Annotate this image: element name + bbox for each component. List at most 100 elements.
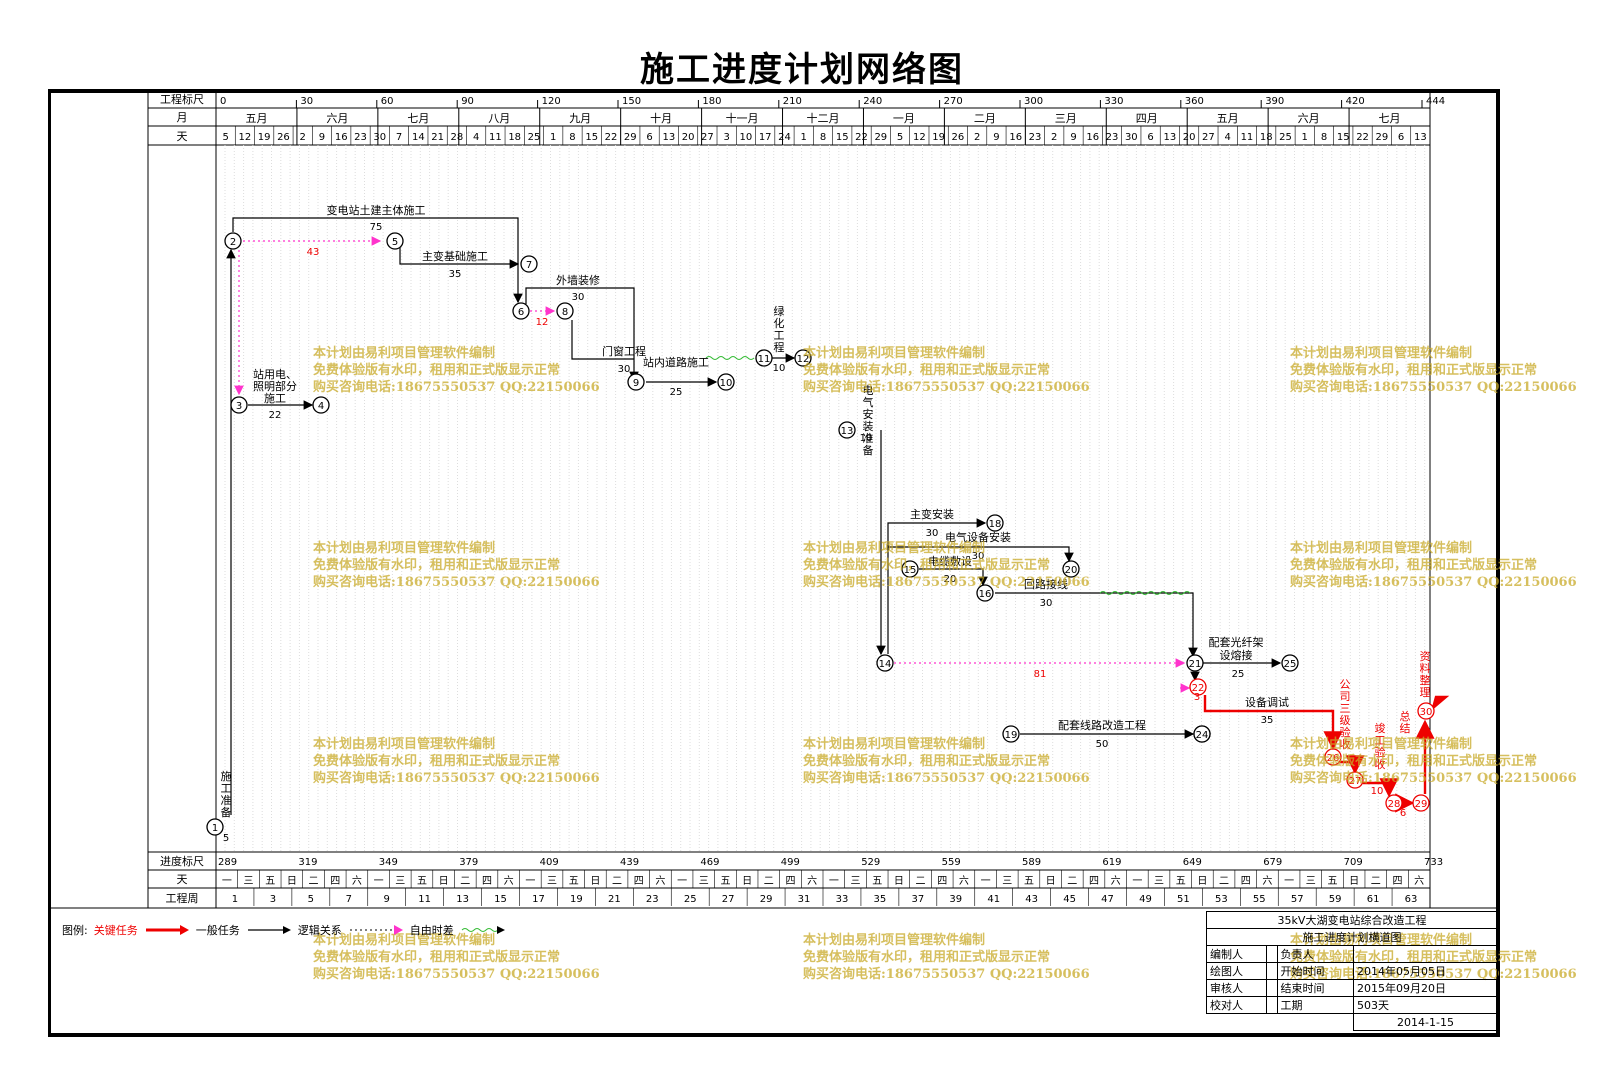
event-node — [838, 421, 856, 439]
day-label: 4 — [1224, 132, 1230, 143]
event-node-number: 8 — [562, 307, 568, 318]
day-label: 14 — [412, 132, 425, 143]
day-label: 30 — [1125, 132, 1138, 143]
task-name: 主变基础施工 — [422, 249, 488, 263]
weekday-label: 四 — [330, 876, 340, 887]
task-name: 收 — [1375, 757, 1386, 771]
weekday-label: 一 — [222, 876, 232, 887]
task-name: 工 — [221, 782, 232, 795]
day-label: 22 — [1356, 132, 1369, 143]
day-label: 2 — [300, 132, 306, 143]
legend-logic-label: 逻辑关系 — [297, 924, 342, 937]
legend-critical-arrow-icon — [145, 925, 189, 935]
progress-tick-label: 559 — [942, 857, 961, 868]
event-node-number: 19 — [1005, 730, 1018, 741]
task-name: 工 — [1375, 734, 1386, 747]
event-node — [206, 818, 224, 836]
task-name: 门窗工程 — [602, 344, 646, 358]
day-label: 29 — [874, 132, 887, 143]
day-label: 26 — [277, 132, 290, 143]
task-duration: 10 — [1371, 786, 1384, 797]
week-label: 61 — [1367, 894, 1380, 905]
weekday-label: 一 — [829, 876, 839, 887]
progress-tick-label: 589 — [1022, 857, 1041, 868]
day-label: 29 — [1375, 132, 1388, 143]
week-label: 19 — [570, 894, 583, 905]
task-name: 施 — [221, 770, 232, 783]
day-label: 25 — [528, 132, 541, 143]
day-label: 17 — [759, 132, 772, 143]
week-label: 53 — [1215, 894, 1228, 905]
day-label: 29 — [624, 132, 637, 143]
legend-free-float-label: 自由时差 — [409, 924, 454, 937]
project-name: 35kV大湖变电站综合改造工程 — [1206, 911, 1498, 929]
weekday-label: 二 — [612, 876, 622, 887]
task-name: 施工 — [264, 392, 286, 405]
event-node — [986, 514, 1004, 532]
task-name: 备 — [221, 805, 232, 819]
task-duration: 30 — [926, 528, 939, 539]
weekday-label: 五 — [569, 876, 579, 887]
scale-tick-label: 60 — [381, 96, 394, 107]
weekday-label: 日 — [439, 876, 449, 887]
row-label: 月 — [177, 111, 188, 124]
day-label: 1 — [550, 132, 556, 143]
weekday-label: 二 — [764, 876, 774, 887]
weekday-label: 四 — [937, 876, 947, 887]
watermark: 本计划由易利项目管理软件编制免费体验版有水印，租用和正式版显示正常购买咨询电话:… — [313, 933, 600, 982]
month-label: 五月 — [1217, 112, 1239, 125]
weekday-label: 五 — [1176, 876, 1186, 887]
day-label: 2 — [1051, 132, 1057, 143]
event-node-number: 5 — [392, 237, 398, 248]
task-duration: 50 — [1096, 739, 1109, 750]
week-label: 3 — [270, 894, 276, 905]
page-title: 施工进度计划网络图 — [640, 50, 964, 90]
scale-tick-label: 210 — [783, 96, 802, 107]
day-label: 4 — [473, 132, 479, 143]
weekday-label: 二 — [1219, 876, 1229, 887]
day-label: 8 — [1321, 132, 1327, 143]
task-name: 安 — [863, 407, 874, 421]
event-node-number: 3 — [236, 401, 242, 412]
weekday-label: 一 — [677, 876, 687, 887]
task-name: 竣 — [1375, 721, 1386, 735]
week-label: 43 — [1025, 894, 1038, 905]
week-label: 49 — [1139, 894, 1152, 905]
event-node-number: 26 — [1327, 753, 1340, 764]
free-float-wave — [705, 356, 1191, 595]
task-duration: 22 — [269, 410, 282, 421]
weekday-label: 三 — [1154, 876, 1164, 887]
free-float-value: 81 — [1034, 669, 1047, 680]
weekday-label: 一 — [981, 876, 991, 887]
progress-tick-label: 409 — [540, 857, 559, 868]
weekday-label: 四 — [1241, 876, 1251, 887]
task-name: 变电站土建主体施工 — [327, 203, 426, 217]
task-name: 电气设备安装 — [945, 530, 1011, 544]
task-duration: 10 — [773, 363, 786, 374]
task-duration: 30 — [972, 551, 985, 562]
scale-tick-label: 180 — [702, 96, 721, 107]
weekday-label: 三 — [1002, 876, 1012, 887]
weekday-label: 五 — [265, 876, 275, 887]
weekday-label: 三 — [547, 876, 557, 887]
task-name: 资 — [1420, 650, 1431, 663]
chart-name: 施工进度计划横道图 — [1206, 928, 1498, 946]
task-name: 回路接线 — [1024, 577, 1068, 591]
scale-tick-label: 270 — [944, 96, 963, 107]
event-node-number: 15 — [904, 565, 917, 576]
legend-label: 图例: — [62, 924, 88, 937]
row-label: 工程标尺 — [160, 92, 204, 106]
scale-tick-label: 420 — [1346, 96, 1365, 107]
event-node-number: 28 — [1388, 799, 1401, 810]
watermark: 本计划由易利项目管理软件编制免费体验版有水印，租用和正式版显示正常购买咨询电话:… — [313, 541, 600, 590]
event-node — [1002, 725, 1020, 743]
task-duration: 30 — [618, 364, 631, 375]
event-node-number: 22 — [1192, 683, 1205, 694]
task-name: 司 — [1340, 690, 1351, 703]
start-value: 2014年05月05日 — [1353, 962, 1498, 980]
day-label: 15 — [1337, 132, 1350, 143]
watermark: 本计划由易利项目管理软件编制免费体验版有水印，租用和正式版显示正常购买咨询电话:… — [803, 737, 1090, 786]
month-label: 八月 — [488, 112, 510, 125]
task-duration: 75 — [370, 222, 383, 233]
scale-tick-label: 444 — [1426, 96, 1445, 107]
